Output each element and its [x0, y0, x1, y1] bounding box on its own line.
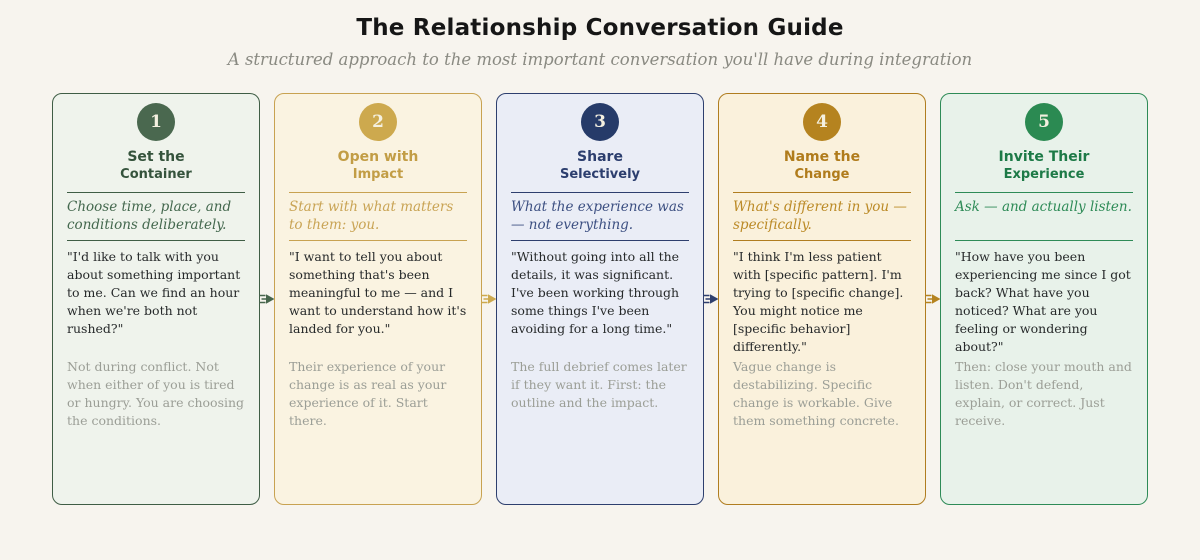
arrow-right-icon	[703, 93, 718, 505]
steps-row: 1 Set the Container Choose time, place, …	[0, 93, 1200, 505]
divider	[511, 192, 689, 193]
card-note: Not during conflict. Not when either of …	[67, 359, 245, 428]
arrow-right-icon	[925, 93, 940, 505]
card-title-line2: Impact	[352, 167, 404, 182]
divider	[955, 240, 1133, 241]
divider	[289, 240, 467, 241]
card-principle: What the experience was — not everything…	[511, 199, 684, 233]
card-title: Open with Impact	[287, 148, 469, 184]
step-card-1: 1 Set the Container Choose time, place, …	[52, 93, 260, 505]
card-title-line2: Container	[120, 167, 192, 182]
page-subtitle: A structured approach to the most import…	[227, 50, 973, 69]
card-title-line1: Name the	[783, 149, 861, 165]
arrow-right-icon	[259, 93, 274, 505]
card-note: Then: close your mouth and listen. Don't…	[955, 359, 1132, 428]
divider	[289, 192, 467, 193]
card-title: Set the Container	[65, 148, 247, 184]
card-script-quote: "Without going into all the details, it …	[511, 249, 680, 336]
card-title-line1: Open with	[337, 149, 419, 165]
step-card-3: 3 Share Selectively What the experience …	[496, 93, 704, 505]
card-principle: What's different in you — specifically.	[733, 199, 907, 233]
step-number-badge: 3	[581, 103, 619, 141]
card-script-quote: "How have you been experiencing me since…	[955, 249, 1131, 354]
page-header: The Relationship Conversation Guide A st…	[0, 0, 1200, 69]
card-principle: Start with what matters to them: you.	[289, 199, 454, 233]
card-title-line2: Experience	[1003, 167, 1085, 182]
card-title-line2: Change	[794, 167, 850, 182]
card-title: Share Selectively	[509, 148, 691, 184]
divider	[67, 240, 245, 241]
card-title: Name the Change	[731, 148, 913, 184]
step-number-badge: 4	[803, 103, 841, 141]
step-card-2: 2 Open with Impact Start with what matte…	[274, 93, 482, 505]
card-title-line1: Set the	[127, 149, 185, 165]
divider	[733, 240, 911, 241]
step-number-badge: 5	[1025, 103, 1063, 141]
step-card-5: 5 Invite Their Experience Ask — and actu…	[940, 93, 1148, 505]
divider	[955, 192, 1133, 193]
card-principle: Ask — and actually listen.	[955, 199, 1132, 215]
step-number-badge: 2	[359, 103, 397, 141]
card-title-line1: Invite Their	[998, 149, 1090, 165]
card-title-line1: Share	[577, 149, 623, 165]
card-note: Vague change is destabilizing. Specific …	[733, 359, 899, 428]
card-title: Invite Their Experience	[953, 148, 1135, 184]
card-script-quote: "I'd like to talk with you about somethi…	[67, 249, 241, 336]
card-title-line2: Selectively	[559, 167, 641, 182]
card-principle: Choose time, place, and conditions delib…	[67, 199, 232, 233]
card-note: Their experience of your change is as re…	[289, 359, 447, 428]
page-title: The Relationship Conversation Guide	[356, 15, 844, 41]
arrow-right-icon	[481, 93, 496, 505]
step-number-badge: 1	[137, 103, 175, 141]
divider	[733, 192, 911, 193]
card-script-quote: "I think I'm less patient with [specific…	[733, 249, 904, 354]
divider	[511, 240, 689, 241]
card-script-quote: "I want to tell you about something that…	[289, 249, 467, 336]
divider	[67, 192, 245, 193]
step-card-4: 4 Name the Change What's different in yo…	[718, 93, 926, 505]
card-note: The full debrief comes later if they wan…	[511, 359, 687, 410]
